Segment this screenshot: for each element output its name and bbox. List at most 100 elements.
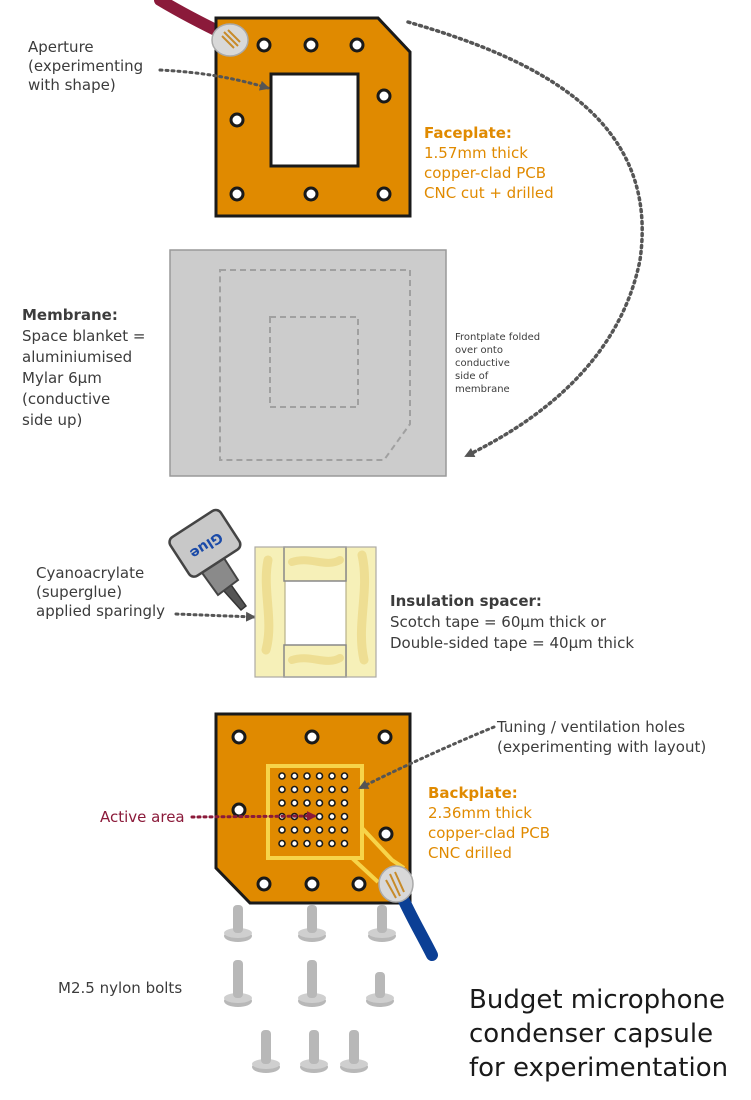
ventilation-hole [328,785,336,794]
nylon-bolt [366,972,394,1007]
fold-note: Frontplate folded over onto conductive s… [455,332,543,395]
backplate-wire [394,886,438,961]
spacer-glue-smear [288,556,344,567]
nylon-bolt [252,1030,280,1073]
ventilation-hole [340,839,349,848]
ventilation-hole [315,799,324,807]
faceplate-hole [376,88,392,104]
ventilation-hole [303,799,311,807]
backplate-solder-pad [378,865,414,903]
faceplate-solder-pad [211,23,249,57]
nylon-bolt-shaft [377,905,387,933]
faceplate-hole [256,37,272,53]
ventilation-hole [303,826,311,834]
fold-arrow [406,20,644,458]
insulation-spacer [254,546,377,678]
nylon-bolt-shaft [309,1030,319,1064]
backplate-hole [351,876,367,892]
faceplate-hole [229,186,245,202]
active-area-label: Active area [100,808,185,826]
ventilation-hole [278,826,286,834]
faceplate-label: Faceplate: 1.57mm thick copper-clad PCB … [424,124,554,202]
ventilation-hole [328,839,336,848]
nylon-bolt [368,905,396,942]
nylon-bolt [298,905,326,942]
membrane-aperture-outline [269,316,359,408]
ventilation-hole [303,839,311,848]
ventilation-hole [278,839,286,848]
ventilation-hole [278,799,286,807]
ventilation-hole [290,826,299,834]
glue-bottle: Glue [168,508,248,612]
spacer-glue-smear [288,654,344,665]
glue-label: Cyanoacrylate (superglue) applied sparin… [36,564,165,620]
bolts-label: M2.5 nylon bolts [58,979,182,997]
nylon-bolt-shaft [261,1030,271,1064]
ventilation-hole [290,785,299,794]
backplate-hole [231,802,247,818]
active-area-pointer [190,811,317,822]
faceplate-wire-strands [221,29,241,49]
ventilation-hole [303,785,311,794]
backplate-hole [256,876,272,892]
aperture-pointer [158,68,270,91]
faceplate-hole [376,186,392,202]
backplate-wire-strands [385,871,405,899]
nylon-bolt-shaft [233,960,243,998]
ventilation-hole [340,826,349,834]
ventilation-hole [340,772,349,780]
nylon-bolt-shaft [233,905,243,933]
glue-pointer [174,611,256,622]
spacer-glue-smear [261,555,274,655]
ventilation-hole [328,826,336,834]
nylon-bolt-shaft [349,1030,359,1064]
ventilation-hole [328,812,336,821]
nylon-bolt-shaft [375,972,385,998]
tuning-label: Tuning / ventilation holes (experimentin… [496,718,706,756]
ventilation-hole [315,772,324,780]
ventilation-hole [315,826,324,834]
ventilation-hole [290,799,299,807]
ventilation-hole [340,785,349,794]
backplate-hole [304,729,320,745]
backplate-active-pad [266,764,364,860]
nylon-bolts [224,905,396,1073]
nylon-bolt [298,960,326,1007]
ventilation-hole [290,772,299,780]
faceplate-hole [229,112,245,128]
nylon-bolt [300,1030,328,1073]
spacer-outline [254,546,377,678]
membrane-sheet [169,249,447,477]
nylon-bolt-shaft [307,905,317,933]
faceplate-hole [303,186,319,202]
ventilation-hole [303,772,311,780]
spacer-label: Insulation spacer: Scotch tape = 60µm th… [390,592,634,652]
tuning-pointer [358,725,496,790]
faceplate-group [154,0,412,218]
ventilation-hole [340,799,349,807]
ventilation-hole [328,799,336,807]
faceplate-hole [349,37,365,53]
membrane-group [169,249,447,477]
ventilation-hole [315,785,324,794]
ventilation-hole [340,812,349,821]
diagram-title: Budget microphone condenser capsule for … [469,985,733,1083]
membrane-label: Membrane: Space blanket = aluminiumised … [22,306,150,429]
nylon-bolt-shaft [307,960,317,998]
backplate-hole [231,729,247,745]
nylon-bolt [340,1030,368,1073]
ventilation-hole [315,812,324,821]
ventilation-hole [315,839,324,848]
ventilation-hole [290,839,299,848]
backplate-hole [304,876,320,892]
backplate-holes [231,729,394,892]
aperture-label: Aperture (experimenting with shape) [28,38,148,94]
faceplate-holes [229,37,392,202]
faceplate-hole [303,37,319,53]
nylon-bolt [224,960,252,1007]
membrane-faceplate-outline [219,269,411,461]
glue-bottle-body [168,508,242,578]
ventilation-hole [278,772,286,780]
